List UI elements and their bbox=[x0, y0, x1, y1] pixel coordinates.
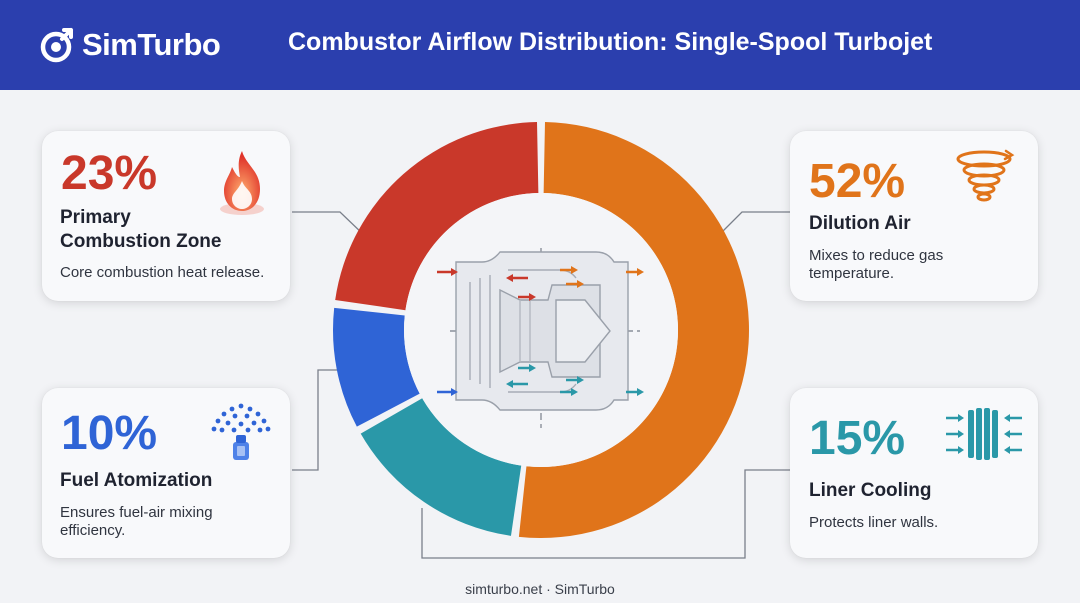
liner-percent: 15% bbox=[809, 412, 906, 465]
liner-description: Protects liner walls. bbox=[809, 514, 939, 531]
connector-dilution bbox=[717, 211, 790, 237]
spray-droplet bbox=[251, 420, 257, 426]
liner-cooling-icon bbox=[946, 408, 1022, 460]
spray-droplet bbox=[244, 413, 250, 419]
spray-droplet bbox=[211, 426, 217, 432]
connector-fuel bbox=[292, 369, 340, 471]
flow-arrows bbox=[437, 266, 644, 396]
primary-percent: 23% bbox=[61, 147, 158, 200]
spray-droplet bbox=[229, 406, 235, 412]
footer-credit: simturbo.net · SimTurbo bbox=[465, 581, 615, 597]
flow-arrow-head bbox=[506, 274, 513, 282]
donut-slice-fuel-atomization[interactable] bbox=[333, 307, 420, 427]
brand-logo[interactable]: SimTurbo bbox=[40, 22, 221, 68]
flow-arrow-head bbox=[451, 268, 458, 276]
primary-description: Core combustion heat release. bbox=[60, 264, 265, 281]
card-fuel-atomization[interactable]: 10% Fuel Atomization Ensures fuel-air mi… bbox=[42, 388, 290, 558]
page-title: Combustor Airflow Distribution: Single-S… bbox=[288, 28, 933, 56]
spray-droplet bbox=[225, 420, 231, 426]
spray-droplet bbox=[245, 427, 251, 433]
card-dilution-air[interactable]: 52% Dilution Air Mixes to reduce gas tem… bbox=[790, 131, 1038, 301]
spray-nozzle-icon bbox=[211, 403, 271, 460]
flow-arrow-head bbox=[577, 376, 584, 384]
donut-slice-dilution-air[interactable] bbox=[518, 122, 750, 538]
donut-slice-liner-cooling[interactable] bbox=[360, 398, 522, 536]
flow-arrow-head bbox=[577, 280, 584, 288]
flow-arrow-head bbox=[571, 388, 578, 396]
spray-droplet bbox=[255, 411, 261, 417]
fuel-title: Fuel Atomization bbox=[60, 470, 213, 491]
flow-arrow-head bbox=[529, 293, 536, 301]
dilution-percent: 52% bbox=[809, 155, 906, 208]
connector-primary bbox=[292, 211, 366, 237]
primary-title-line1: Primary bbox=[60, 207, 131, 228]
flow-arrow-head bbox=[637, 388, 644, 396]
header-bar: SimTurbo Combustor Airflow Distribution:… bbox=[0, 0, 1080, 90]
flow-arrow-head bbox=[529, 364, 536, 372]
connector-liner bbox=[421, 469, 790, 559]
flow-arrow-head bbox=[451, 388, 458, 396]
spray-droplet bbox=[238, 403, 244, 409]
spray-droplet bbox=[247, 406, 253, 412]
spray-droplet bbox=[257, 427, 263, 433]
donut-slices bbox=[333, 122, 750, 538]
spray-droplet bbox=[265, 426, 271, 432]
flow-arrow-head bbox=[506, 380, 513, 388]
fuel-description-line2: efficiency. bbox=[60, 522, 126, 539]
swirl-icon bbox=[956, 149, 1015, 202]
dilution-title: Dilution Air bbox=[809, 213, 911, 234]
spray-droplet bbox=[215, 418, 221, 424]
card-primary-combustion[interactable]: 23% Primary Combustion Zone Core combust… bbox=[42, 131, 290, 301]
dilution-description-line1: Mixes to reduce gas bbox=[809, 247, 944, 264]
primary-title-line2: Combustion Zone bbox=[60, 231, 222, 252]
connector-lines bbox=[292, 211, 790, 559]
brand-name: SimTurbo bbox=[82, 27, 221, 62]
dilution-description-line2: temperature. bbox=[809, 265, 895, 282]
liner-title: Liner Cooling bbox=[809, 480, 932, 501]
card-liner-cooling[interactable]: 15% Liner Cooling Protects liner walls. bbox=[790, 388, 1038, 558]
flame-icon bbox=[220, 151, 264, 215]
spray-droplet bbox=[238, 421, 244, 427]
flow-arrow-head bbox=[571, 266, 578, 274]
spray-droplet bbox=[231, 427, 237, 433]
combustor-diagram bbox=[450, 248, 640, 428]
turbo-logo-icon bbox=[40, 28, 73, 63]
spray-droplet bbox=[221, 411, 227, 417]
donut-slice-primary-combustion-zone[interactable] bbox=[335, 122, 539, 311]
spray-droplet bbox=[232, 413, 238, 419]
fuel-percent: 10% bbox=[61, 407, 158, 460]
spray-droplet bbox=[261, 418, 267, 424]
spray-droplet bbox=[219, 427, 225, 433]
flow-arrow-head bbox=[637, 268, 644, 276]
fuel-description-line1: Ensures fuel-air mixing bbox=[60, 504, 213, 521]
